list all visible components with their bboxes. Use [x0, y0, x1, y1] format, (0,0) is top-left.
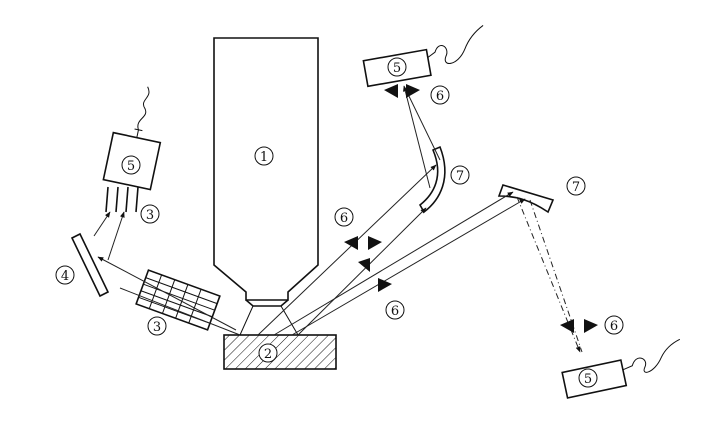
label-4: 4 — [55, 265, 75, 285]
label-5-upper-left: 5 — [121, 155, 141, 175]
label-3-upper: 3 — [140, 204, 160, 224]
label-6-top: 6 — [430, 85, 450, 105]
label-3-lower: 3 — [147, 316, 167, 336]
detector-top — [362, 25, 484, 88]
svg-text:3: 3 — [146, 208, 154, 223]
svg-text:3: 3 — [153, 320, 161, 335]
detector-bottom-right — [561, 338, 681, 399]
label-5-bottom-right: 5 — [578, 368, 598, 388]
svg-text:7: 7 — [572, 180, 580, 195]
label-5-top: 5 — [387, 57, 407, 77]
analyzer-crystal — [70, 232, 110, 298]
detector-upper-left — [102, 86, 162, 191]
svg-text:6: 6 — [610, 319, 618, 334]
slit-top — [384, 84, 420, 98]
slit-middle-upper — [344, 236, 382, 250]
soller-slits — [105, 186, 139, 213]
slit-middle-lower — [358, 258, 392, 292]
svg-text:6: 6 — [391, 304, 399, 319]
label-6-lower: 6 — [385, 300, 405, 320]
label-7-right: 7 — [566, 176, 586, 196]
svg-text:6: 6 — [436, 89, 444, 104]
svg-text:2: 2 — [264, 347, 272, 362]
svg-text:5: 5 — [393, 61, 401, 76]
x-ray-paths — [93, 85, 583, 353]
svg-text:6: 6 — [340, 211, 348, 226]
collimator-block — [135, 269, 221, 331]
electron-column — [213, 37, 319, 336]
label-2: 2 — [258, 343, 278, 363]
label-6-middle: 6 — [334, 207, 354, 227]
curved-crystal-middle — [418, 145, 446, 214]
label-6-right: 6 — [604, 315, 624, 335]
curved-crystal-right — [497, 184, 555, 214]
slit-bottom-right — [560, 319, 598, 333]
svg-text:5: 5 — [584, 372, 592, 387]
svg-text:4: 4 — [61, 269, 69, 284]
label-1: 1 — [254, 146, 274, 166]
sample-block — [223, 334, 337, 370]
labels: 1 2 3 3 4 5 5 5 — [55, 57, 624, 388]
svg-text:1: 1 — [260, 150, 268, 165]
svg-text:7: 7 — [456, 169, 464, 184]
label-7-middle: 7 — [450, 165, 470, 185]
svg-text:5: 5 — [127, 159, 135, 174]
